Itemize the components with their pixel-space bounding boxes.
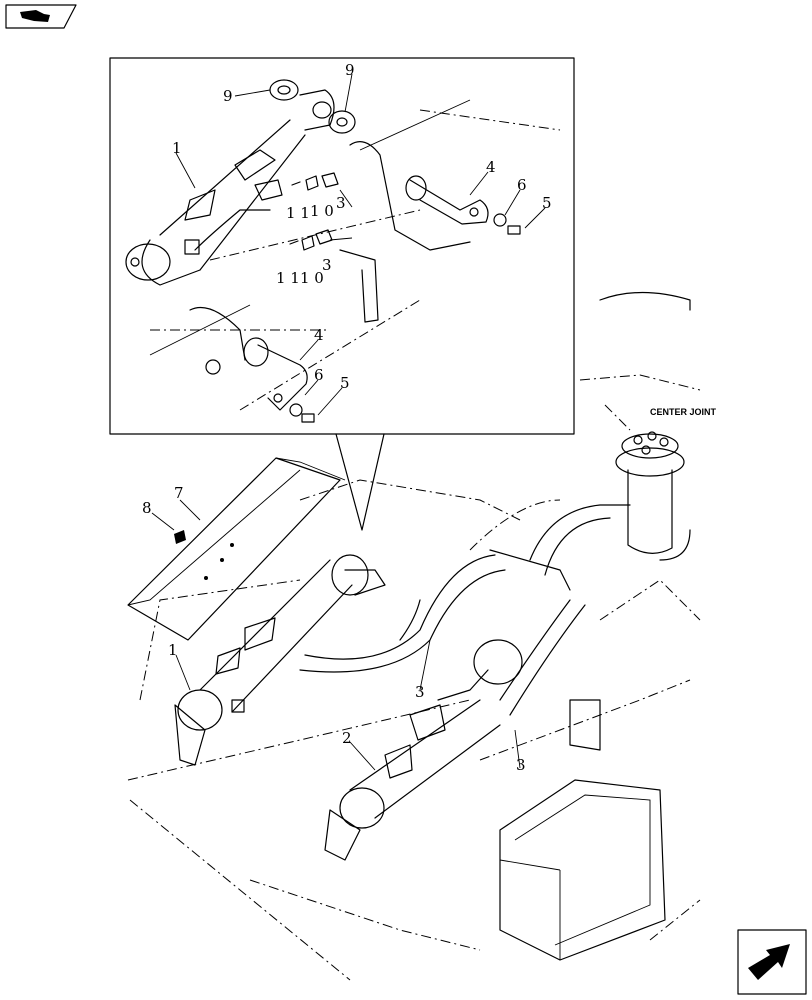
book-icon[interactable] [5, 4, 77, 29]
callout-5-top: 5 [542, 194, 552, 212]
callout-5-bottom: 5 [340, 374, 350, 392]
main-assembly [127, 73, 701, 981]
callout-2: 2 [342, 729, 352, 747]
detail-inset-frame [109, 57, 575, 435]
inset-pointer [335, 433, 385, 531]
callout-1-main: 1 [168, 641, 178, 659]
callout-10-b: 1 0 [300, 269, 324, 287]
callout-11-b: 1 1 [276, 269, 300, 287]
callout-3-a: 3 [336, 194, 346, 212]
callout-3-mid: 3 [415, 683, 425, 701]
callout-1-top: 1 [172, 139, 182, 157]
callout-9-right: 9 [345, 61, 355, 79]
next-arrow-icon[interactable] [737, 929, 807, 995]
callout-3-right: 3 [516, 756, 526, 774]
callout-8: 8 [142, 499, 152, 517]
callout-4-bottom: 4 [314, 326, 324, 344]
inset-cylinder [125, 79, 561, 423]
center-joint-label: CENTER JOINT [650, 407, 717, 417]
callout-3-b: 3 [322, 256, 332, 274]
callout-11-a: 1 1 [286, 204, 310, 222]
callout-4-top: 4 [486, 158, 496, 176]
callout-6-top: 6 [517, 176, 527, 194]
callout-6-bottom: 6 [314, 366, 324, 384]
callout-9-left: 9 [223, 87, 233, 105]
callout-7: 7 [174, 484, 184, 502]
callout-10-a: 1 0 [310, 202, 334, 220]
